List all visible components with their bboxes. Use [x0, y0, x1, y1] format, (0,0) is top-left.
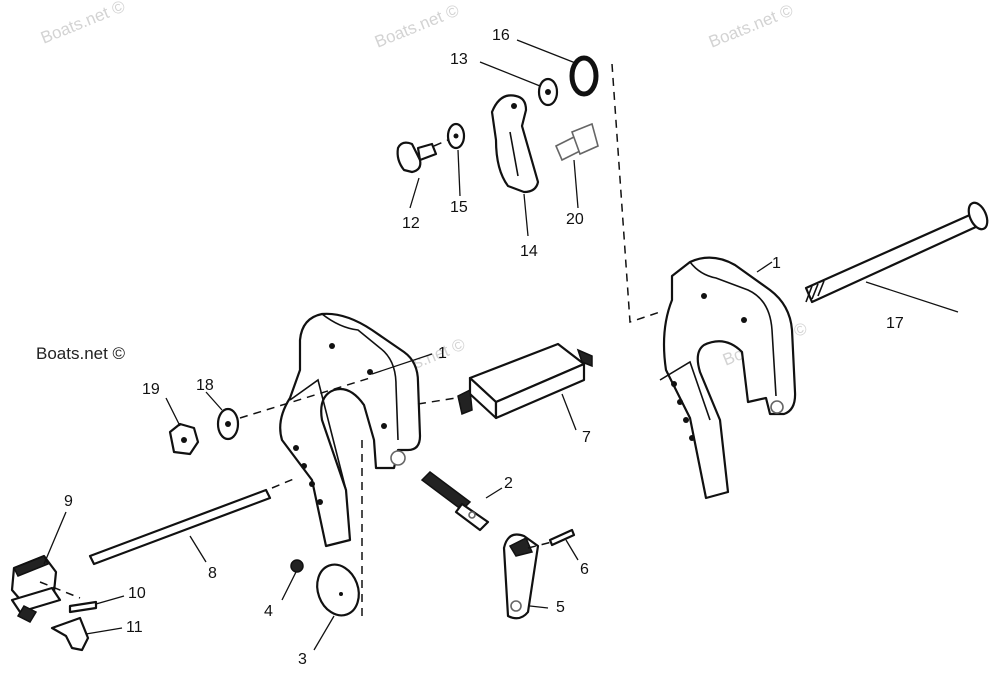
leader-lines — [43, 39, 959, 651]
clip-pin — [68, 600, 98, 614]
callout-4: 4 — [264, 603, 273, 620]
spring — [420, 471, 490, 532]
link-arm — [502, 533, 540, 620]
callout-2: 2 — [504, 475, 513, 492]
callout-11: 11 — [126, 619, 143, 636]
callout-1-right: 1 — [772, 255, 781, 272]
callout-5: 5 — [556, 599, 565, 616]
callout-20: 20 — [566, 211, 584, 228]
disk — [316, 563, 360, 617]
dashed-line-knob-washer — [433, 139, 449, 147]
callout-8: 8 — [208, 565, 217, 582]
rod — [88, 488, 272, 566]
callout-7: 7 — [582, 429, 591, 446]
clip-bracket — [10, 554, 62, 623]
clamp-bracket-right — [659, 256, 797, 500]
dashed-line-clip — [39, 581, 81, 599]
nut-19 — [168, 422, 200, 456]
dashed-line-cylinder-to-bracket — [417, 397, 457, 405]
callout-18: 18 — [196, 377, 214, 394]
clamp-screw — [804, 201, 989, 304]
dashed-line-rod-to-bracket — [271, 477, 297, 489]
callout-12: 12 — [402, 215, 420, 232]
washer-15 — [446, 122, 466, 150]
washer-18 — [216, 407, 240, 441]
knob — [396, 141, 438, 174]
clip-plate — [50, 616, 90, 652]
callout-6: 6 — [580, 561, 589, 578]
callout-3: 3 — [298, 651, 307, 668]
callout-13: 13 — [450, 51, 468, 68]
shoulder-bolt — [554, 122, 599, 162]
dashed-line-ring-to-bracket — [611, 63, 661, 324]
callout-17: 17 — [886, 315, 904, 332]
dashed-line-link — [527, 541, 553, 549]
pin — [548, 528, 576, 547]
washer-13 — [537, 77, 559, 107]
callout-10: 10 — [128, 585, 146, 602]
retaining-ring — [569, 55, 599, 97]
callout-15: 15 — [450, 199, 468, 216]
dashed-line-washer-to-bracket — [239, 377, 371, 419]
callout-16: 16 — [492, 27, 510, 44]
small-nut — [290, 559, 304, 573]
clamp-bracket-left — [279, 312, 422, 548]
callout-19: 19 — [142, 381, 160, 398]
tilt-cylinder — [457, 342, 593, 420]
lever-plate — [490, 94, 540, 194]
copyright-text: Boats.net © — [36, 344, 126, 363]
callout-14: 14 — [520, 243, 538, 260]
callout-9: 9 — [64, 493, 73, 510]
callout-1-left: 1 — [438, 345, 447, 362]
